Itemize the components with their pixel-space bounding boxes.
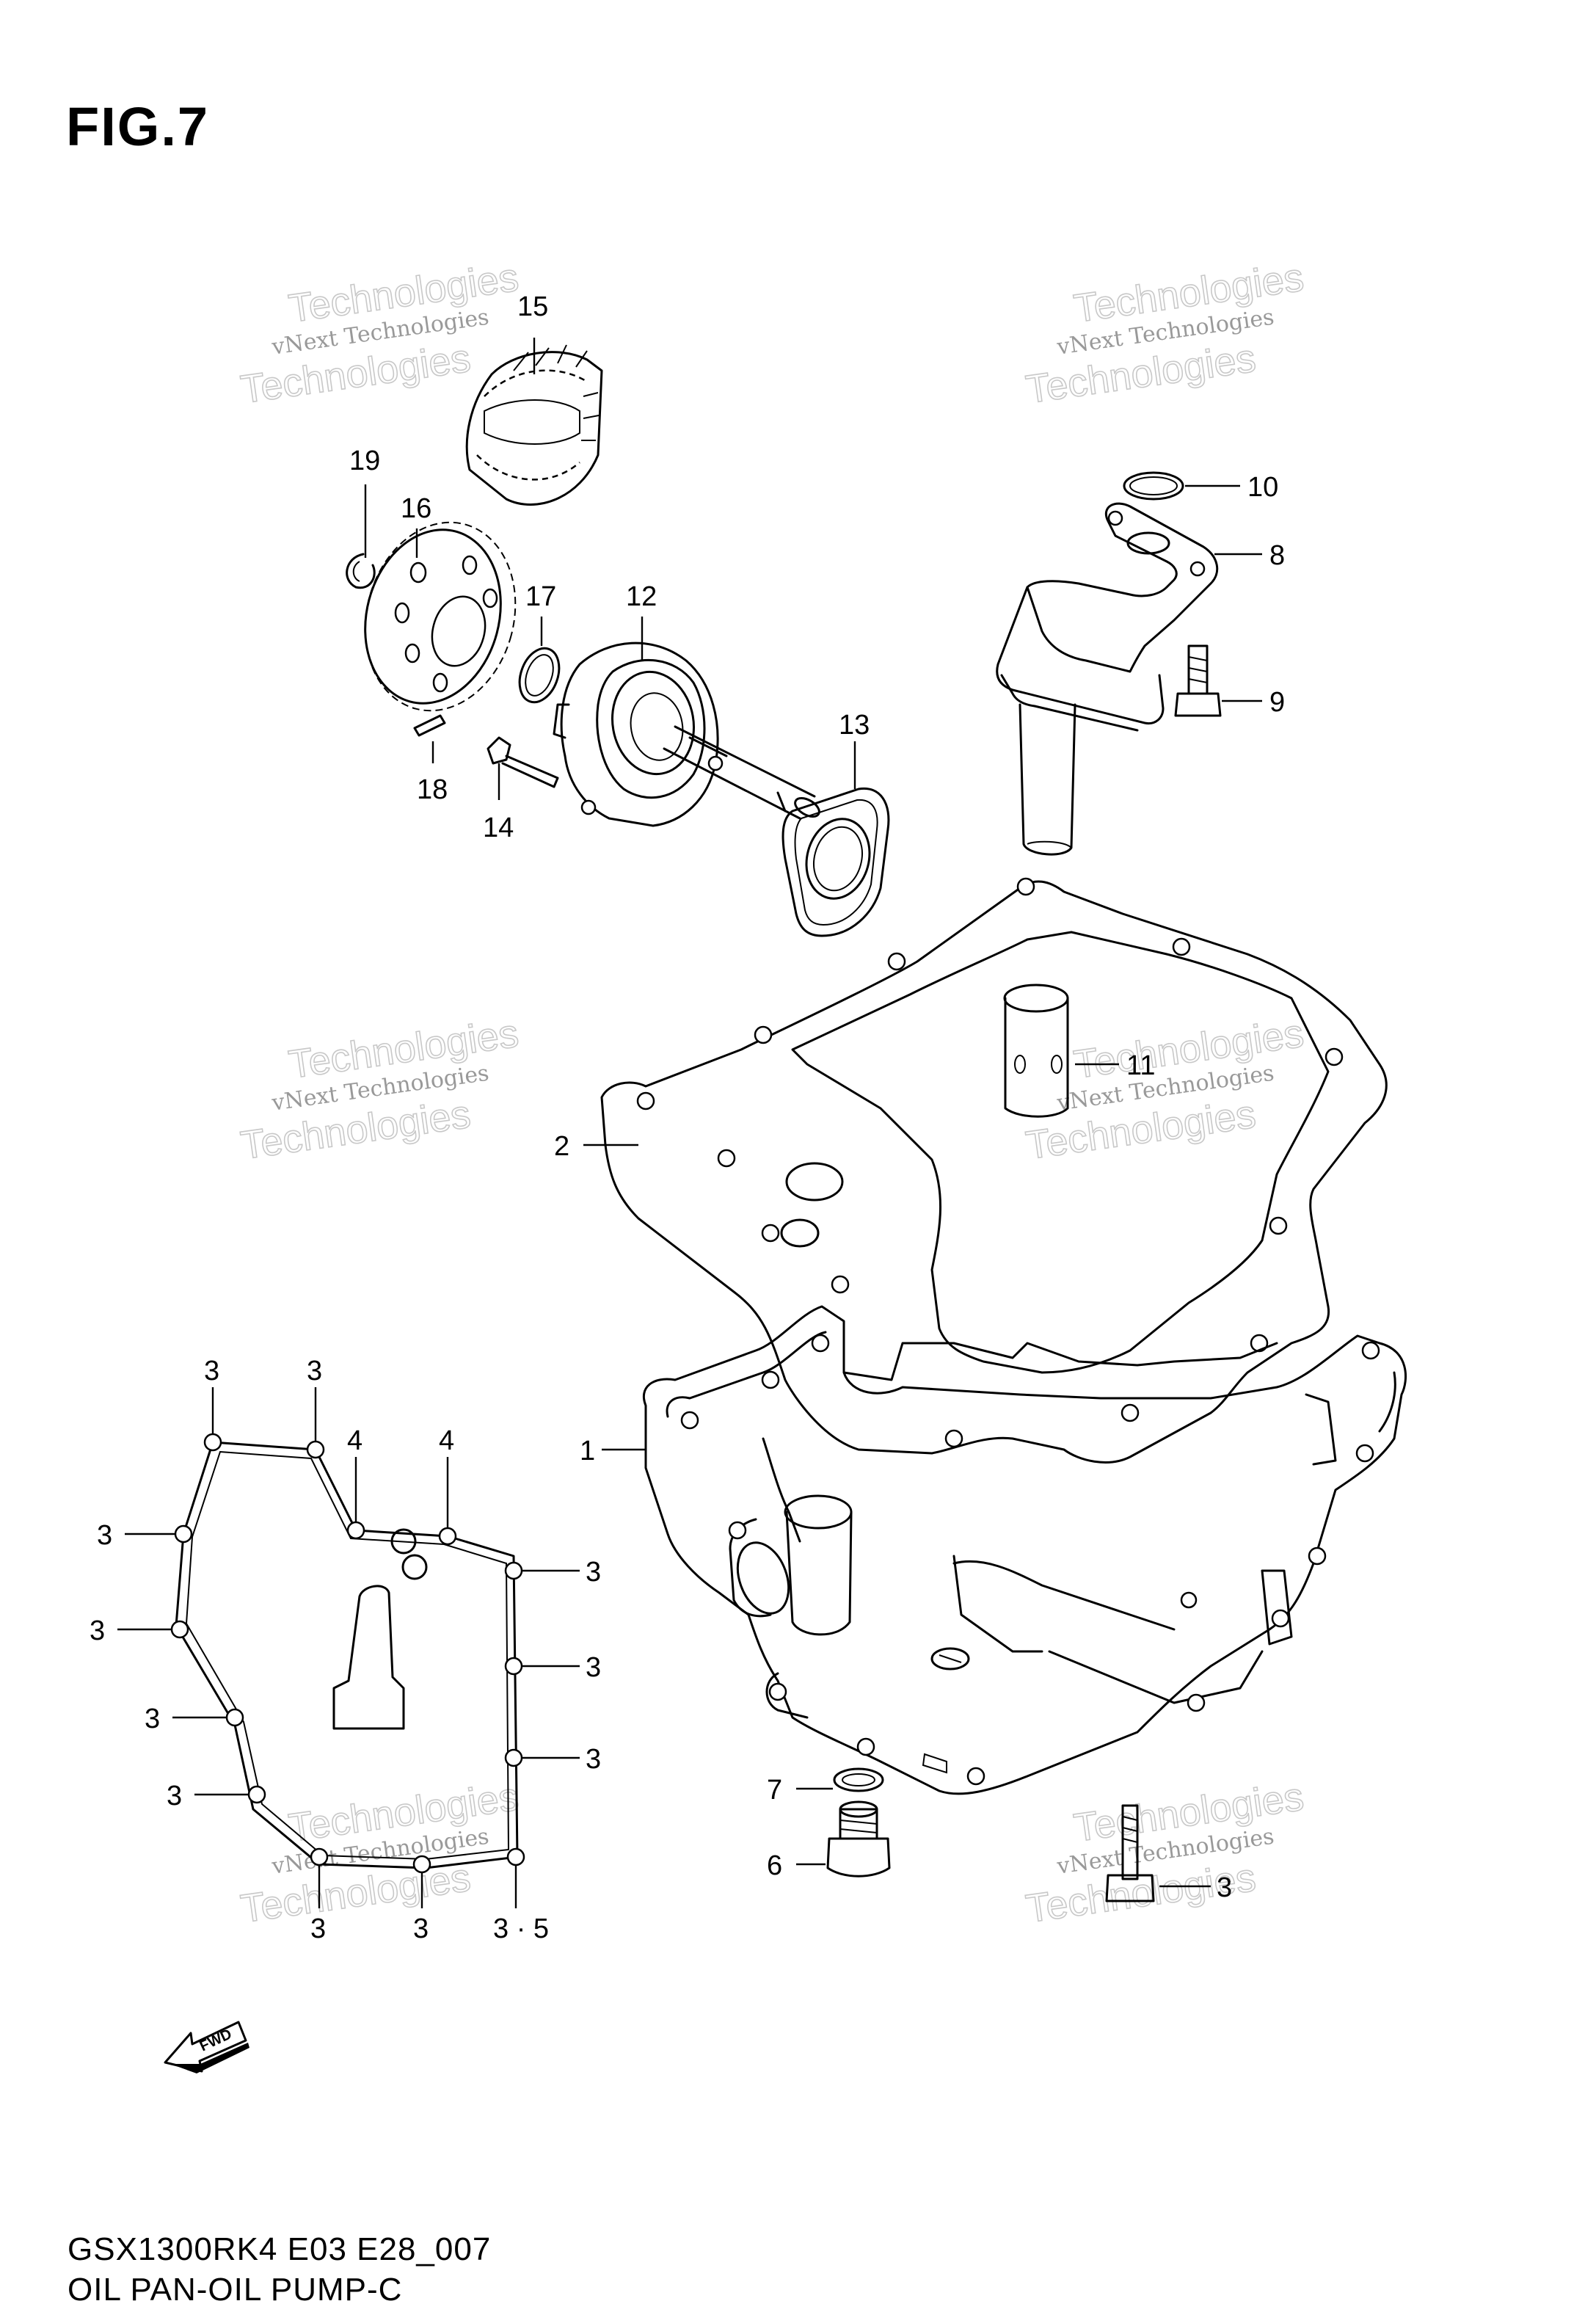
callout-17: 17 [525, 581, 556, 612]
part-1-oil-pan [642, 1305, 1407, 1795]
callout-13: 13 [839, 710, 870, 741]
callout-6: 6 [767, 1850, 782, 1881]
fwd-arrow-icon: FWD [164, 2021, 249, 2073]
callout-3: 3 [307, 1356, 322, 1386]
callout-16: 16 [401, 493, 431, 524]
watermark-group: Technologies vNext Technologies Technolo… [238, 255, 1307, 1932]
callout-19: 19 [349, 446, 380, 476]
callout-3: 3 [586, 1557, 601, 1588]
part-2-pan-gasket [600, 877, 1388, 1464]
part-19-circlip [346, 553, 376, 589]
callout-18: 18 [417, 774, 448, 805]
part-10-o-ring [1123, 471, 1184, 501]
callout-3: 3 [1217, 1872, 1232, 1903]
callout-3: 3 [145, 1704, 160, 1734]
callout-12: 12 [626, 581, 657, 612]
callout-3: 3 [204, 1356, 219, 1386]
callout-3: 3 [97, 1520, 112, 1551]
callout-1: 1 [580, 1436, 595, 1466]
part-13-gasket [781, 787, 890, 937]
callout-3: 3 [310, 1913, 326, 1944]
part-3-bolt [1105, 1804, 1155, 1902]
callout-3: 3 [167, 1781, 182, 1811]
callout-3: 3 [90, 1615, 105, 1646]
part-11-dowel [1003, 984, 1069, 1118]
part-12-oil-pump [553, 641, 820, 827]
figure-caption: OIL PAN-OIL PUMP-C [68, 2272, 403, 2308]
callout-8: 8 [1269, 540, 1285, 571]
callout-7: 7 [767, 1775, 782, 1806]
callout-9: 9 [1269, 687, 1285, 718]
model-code: GSX1300RK4 E03 E28_007 [68, 2231, 492, 2267]
part-17-o-ring [518, 647, 561, 704]
part-15-gear-ring [465, 344, 603, 506]
part-8-oil-strainer [996, 502, 1219, 856]
callout-3: 3 [586, 1744, 601, 1775]
leader-lines [117, 338, 1262, 1908]
figure-title: FIG.7 [66, 96, 210, 157]
callout-11: 11 [1126, 1050, 1155, 1081]
callout-4: 4 [439, 1425, 454, 1456]
fwd-label: FWD [197, 2026, 235, 2054]
part-9-bolt [1174, 644, 1222, 717]
part-18-pin [413, 714, 446, 737]
callout-3-5: 3 · 5 [493, 1913, 549, 1944]
part-7-washer [833, 1767, 884, 1792]
part-3-4-gasket-plan [170, 1433, 525, 1874]
callout-10: 10 [1247, 472, 1278, 503]
part-16-sprocket [364, 521, 517, 712]
part-14-bolt [487, 736, 559, 788]
callout-4: 4 [347, 1425, 362, 1456]
part-6-drain-plug [826, 1800, 891, 1877]
callout-3: 3 [413, 1913, 429, 1944]
callout-14: 14 [483, 813, 514, 843]
callout-2: 2 [554, 1131, 569, 1162]
callout-15: 15 [517, 291, 548, 322]
callouts: 15 19 16 17 12 18 14 13 10 8 9 11 2 1 7 … [90, 291, 1285, 1944]
callout-3: 3 [586, 1652, 601, 1683]
